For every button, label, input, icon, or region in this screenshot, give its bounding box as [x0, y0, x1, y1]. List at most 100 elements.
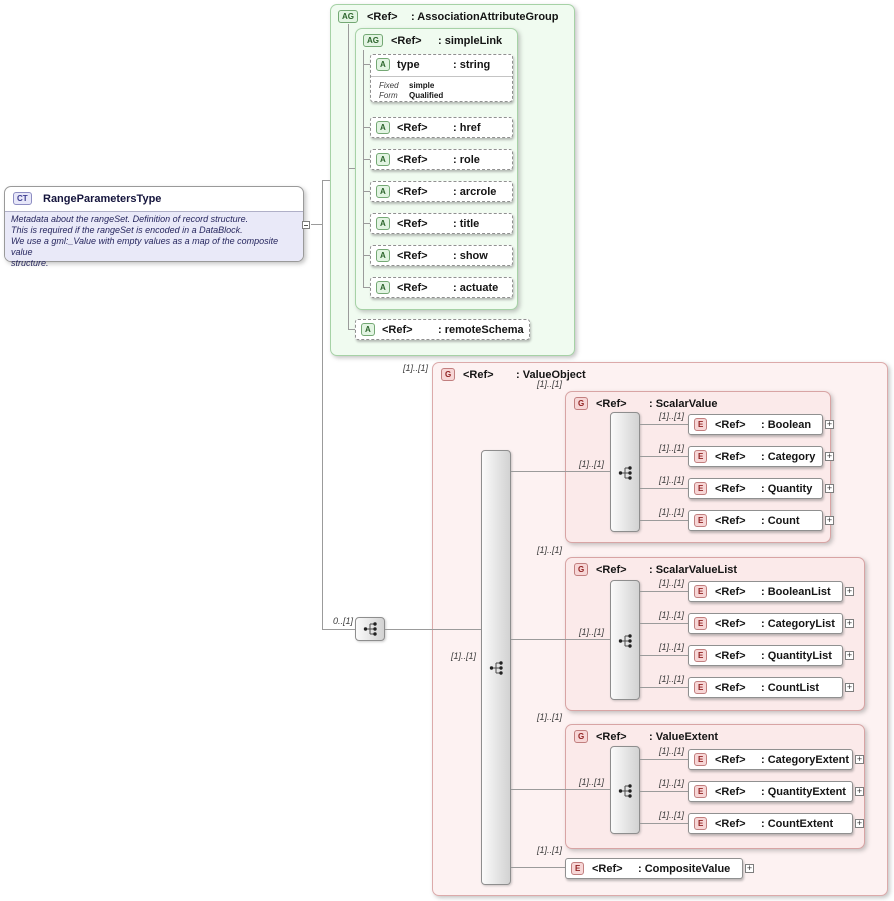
- element-chip-countlist[interactable]: E <Ref> : CountList: [688, 677, 843, 698]
- expand-button[interactable]: +: [825, 419, 834, 429]
- scalarvalue-badge: G: [574, 397, 589, 410]
- attributegroup-name: <Ref>: [367, 11, 398, 23]
- element-name: <Ref>: [715, 650, 746, 662]
- cardinality-label-compositevalue: [1]..[1]: [536, 845, 562, 855]
- element-badge: E: [694, 617, 708, 630]
- cardinality-label-choice: 0..[1]: [332, 616, 353, 626]
- expand-button[interactable]: +: [845, 682, 854, 692]
- element-type: : BooleanList: [761, 586, 831, 598]
- complextype-badge: CT: [13, 192, 32, 205]
- attribute-badge: A: [376, 281, 390, 294]
- element-name: <Ref>: [715, 586, 746, 598]
- attribute-name: <Ref>: [397, 250, 428, 262]
- collapse-handle[interactable]: [302, 221, 310, 229]
- connector-line: [348, 24, 349, 330]
- simplelink-name: <Ref>: [391, 35, 422, 47]
- expand-button[interactable]: +: [825, 515, 834, 525]
- cardinality-label-scalarvalue-seq: [1]..[1]: [578, 459, 604, 469]
- connector-line: [511, 867, 565, 868]
- cardinality-label-scalarvalue: [1]..[1]: [536, 379, 562, 389]
- choice-icon: [363, 622, 377, 636]
- element-badge: E: [694, 418, 708, 431]
- element-badge: E: [694, 482, 708, 495]
- connector-line: [640, 623, 688, 624]
- element-type: : CategoryList: [761, 618, 835, 630]
- attribute-chip-href[interactable]: A <Ref> : href: [370, 117, 513, 138]
- attribute-chip-title[interactable]: A <Ref> : title: [370, 213, 513, 234]
- scalarvalue-name: <Ref>: [596, 398, 627, 410]
- attributegroup-type: : AssociationAttributeGroup: [411, 11, 559, 23]
- expand-button[interactable]: +: [745, 863, 754, 873]
- element-name: <Ref>: [715, 754, 746, 766]
- element-chip-quantityextent[interactable]: E <Ref> : QuantityExtent: [688, 781, 853, 802]
- connector-line: [322, 180, 323, 630]
- connector-line: [363, 255, 370, 256]
- attribute-type: : href: [453, 122, 481, 134]
- sequence-bar-valueobject[interactable]: [481, 450, 511, 885]
- element-chip-quantity[interactable]: E <Ref> : Quantity: [688, 478, 823, 499]
- attribute-chip-arcrole[interactable]: A <Ref> : arcrole: [370, 181, 513, 202]
- sequence-icon: [618, 634, 632, 648]
- scalarvaluelist-name: <Ref>: [596, 564, 627, 576]
- attribute-type: : show: [453, 250, 488, 262]
- element-chip-categorylist[interactable]: E <Ref> : CategoryList: [688, 613, 843, 634]
- element-name: <Ref>: [715, 818, 746, 830]
- element-chip-booleanlist[interactable]: E <Ref> : BooleanList: [688, 581, 843, 602]
- attribute-chip-role[interactable]: A <Ref> : role: [370, 149, 513, 170]
- attribute-type: : string: [453, 59, 491, 71]
- attribute-name: <Ref>: [397, 282, 428, 294]
- cardinality-label: [1]..[1]: [658, 507, 684, 517]
- expand-button[interactable]: +: [845, 586, 854, 596]
- element-chip-compositevalue[interactable]: E <Ref> : CompositeValue: [565, 858, 743, 879]
- complextype-title: RangeParametersType: [43, 193, 162, 205]
- sequence-bar-valueextent[interactable]: [610, 746, 640, 834]
- element-type: : Count: [761, 515, 800, 527]
- attribute-chip-type[interactable]: A type : string Fixed simple Form Qualif…: [370, 54, 513, 102]
- element-chip-count[interactable]: E <Ref> : Count: [688, 510, 823, 531]
- element-type: : Category: [761, 451, 816, 463]
- connector-line: [348, 329, 355, 330]
- attribute-badge: A: [361, 323, 375, 336]
- attribute-chip-show[interactable]: A <Ref> : show: [370, 245, 513, 266]
- connector-line: [363, 64, 370, 65]
- attribute-badge: A: [376, 249, 390, 262]
- connector-line: [363, 287, 370, 288]
- scalarvalue-type: : ScalarValue: [649, 398, 718, 410]
- attribute-chip-actuate[interactable]: A <Ref> : actuate: [370, 277, 513, 298]
- element-chip-category[interactable]: E <Ref> : Category: [688, 446, 823, 467]
- element-badge: E: [694, 649, 708, 662]
- cardinality-label: [1]..[1]: [658, 411, 684, 421]
- expand-button[interactable]: +: [845, 618, 854, 628]
- connector-line: [511, 789, 610, 790]
- expand-button[interactable]: +: [825, 483, 834, 493]
- element-name: <Ref>: [715, 786, 746, 798]
- element-badge: E: [694, 785, 708, 798]
- expand-button[interactable]: +: [855, 786, 864, 796]
- element-chip-quantitylist[interactable]: E <Ref> : QuantityList: [688, 645, 843, 666]
- expand-button[interactable]: +: [825, 451, 834, 461]
- valueextent-type: : ValueExtent: [649, 731, 719, 743]
- connector-line: [511, 471, 610, 472]
- cardinality-label: [1]..[1]: [658, 642, 684, 652]
- complextype-box[interactable]: CT RangeParametersType Metadata about th…: [4, 186, 304, 268]
- expand-button[interactable]: +: [855, 754, 864, 764]
- sequence-bar-scalarvalue[interactable]: [610, 412, 640, 532]
- element-chip-boolean[interactable]: E <Ref> : Boolean: [688, 414, 823, 435]
- connector-line: [363, 50, 364, 288]
- valueextent-badge: G: [574, 730, 589, 743]
- cardinality-label: [1]..[1]: [658, 674, 684, 684]
- connector-line: [322, 180, 330, 181]
- attribute-type: : role: [453, 154, 480, 166]
- cardinality-label-sequence: [1]..[1]: [450, 651, 476, 661]
- expand-button[interactable]: +: [845, 650, 854, 660]
- attribute-chip-remoteschema[interactable]: A <Ref> : remoteSchema: [355, 319, 530, 340]
- element-chip-countextent[interactable]: E <Ref> : CountExtent: [688, 813, 853, 834]
- element-chip-categoryextent[interactable]: E <Ref> : CategoryExtent: [688, 749, 853, 770]
- expand-button[interactable]: +: [855, 818, 864, 828]
- connector-line: [640, 759, 688, 760]
- cardinality-label: [1]..[1]: [658, 610, 684, 620]
- choice-indicator[interactable]: [355, 617, 385, 641]
- sequence-bar-scalarvaluelist[interactable]: [610, 580, 640, 700]
- cardinality-label: [1]..[1]: [658, 810, 684, 820]
